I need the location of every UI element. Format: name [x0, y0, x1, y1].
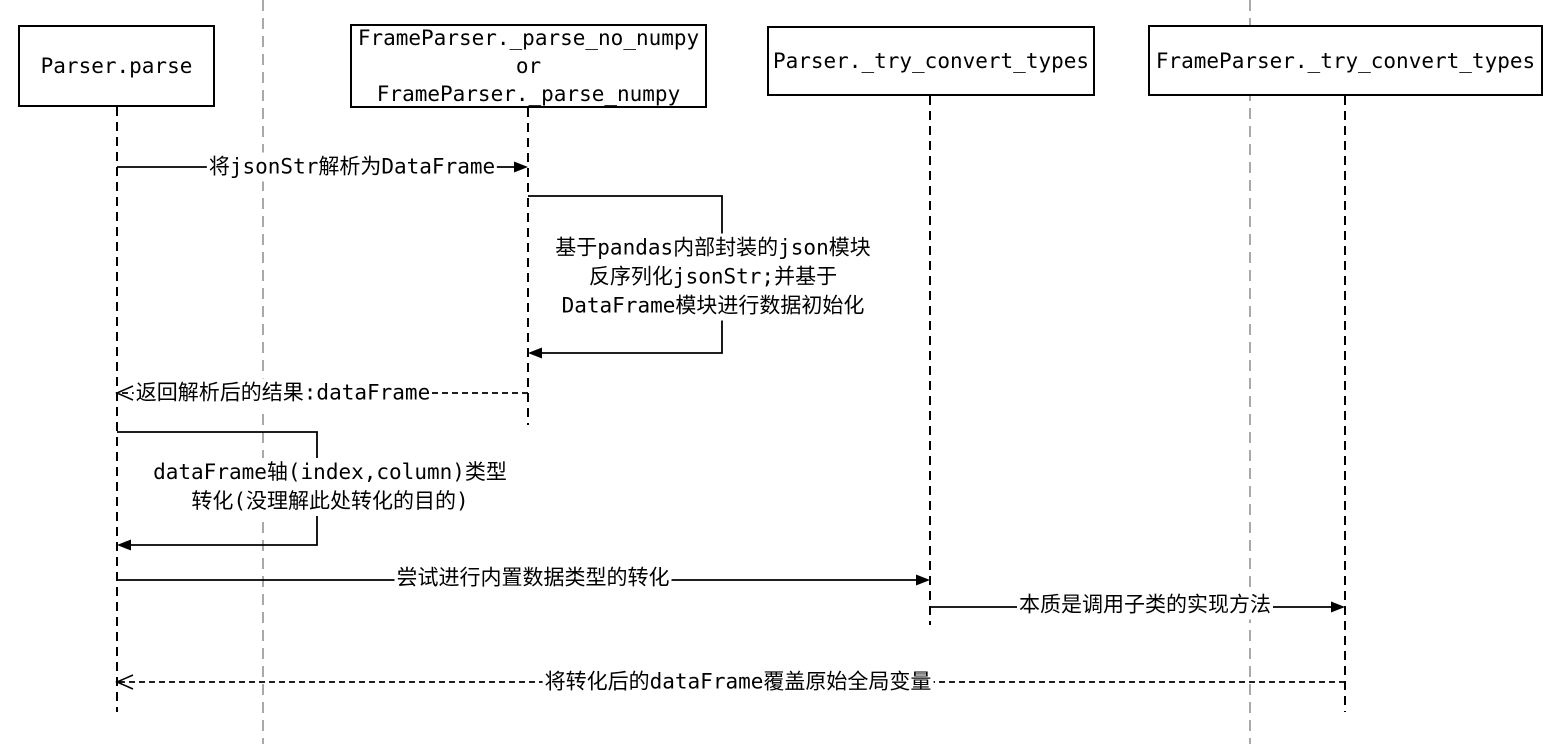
arrowhead-filled: [1331, 601, 1345, 613]
participant-box-frameparser-parse: FrameParser._parse_no_numpy or FramePars…: [350, 24, 707, 108]
arrowhead-open: [115, 674, 134, 690]
participant-box-parser-parse: Parser.parse: [18, 25, 215, 107]
message-label-try-convert: 尝试进行内置数据类型的转化: [394, 563, 672, 593]
arrowhead-filled: [528, 347, 542, 359]
arrowhead-filled: [117, 539, 131, 551]
message-label-subclass-impl: 本质是调用子类的实现方法: [1017, 590, 1273, 620]
message-label-return-dataframe: 返回解析后的结果:dataFrame: [133, 378, 433, 408]
participant-box-parser-try-convert-types: Parser._try_convert_types: [767, 26, 1095, 96]
message-label-overwrite-global: 将转化后的dataFrame覆盖原始全局变量: [542, 667, 934, 697]
arrowhead-filled: [916, 574, 930, 586]
message-label-parse-json: 将jsonStr解析为DataFrame: [206, 152, 498, 182]
participant-box-frameparser-try-convert-types: FrameParser._try_convert_types: [1148, 25, 1543, 96]
arrowhead-filled: [514, 161, 528, 173]
arrowhead-open: [115, 385, 134, 401]
self-message-label-axis-convert: dataFrame轴(index,column)类型 转化(没理解此处转化的目的…: [151, 458, 509, 516]
self-message-label-deserialize: 基于pandas内部封装的json模块 反序列化jsonStr;并基于 Data…: [553, 233, 873, 321]
